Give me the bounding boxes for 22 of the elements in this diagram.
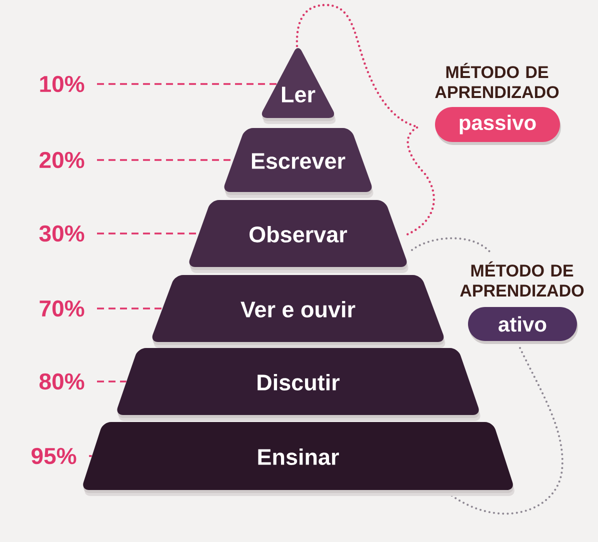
heading: MÉTODO DE APRENDIZADO — [435, 62, 559, 98]
pyramid-layer: Ensinar — [83, 422, 514, 496]
percentage-label: 20% — [40, 152, 84, 168]
pyramid-layer: Discutir — [117, 348, 480, 421]
pyramid-layer: Ler — [262, 48, 336, 124]
pyramid-layer: Escrever — [224, 128, 374, 198]
leader-line — [97, 380, 126, 382]
leader-line — [97, 159, 234, 161]
pyramid-layer: Observar — [189, 200, 408, 273]
leader-line — [89, 455, 92, 457]
tag-pill: passivo — [435, 107, 561, 145]
percentage-label: 70% — [40, 300, 84, 317]
leader-line — [97, 83, 277, 85]
percentage-label: 30% — [39, 225, 84, 242]
pyramid-layer: Ver e ouvir — [152, 275, 446, 348]
leader-line — [97, 232, 199, 234]
percentage-label: 80% — [40, 373, 84, 390]
leader-line — [97, 308, 162, 310]
heading: MÉTODO DE APRENDIZADO — [460, 261, 584, 297]
tag-pill: ativo — [468, 307, 578, 344]
percentage-label: 10% — [40, 76, 84, 92]
percentage-label: 95% — [32, 448, 76, 464]
